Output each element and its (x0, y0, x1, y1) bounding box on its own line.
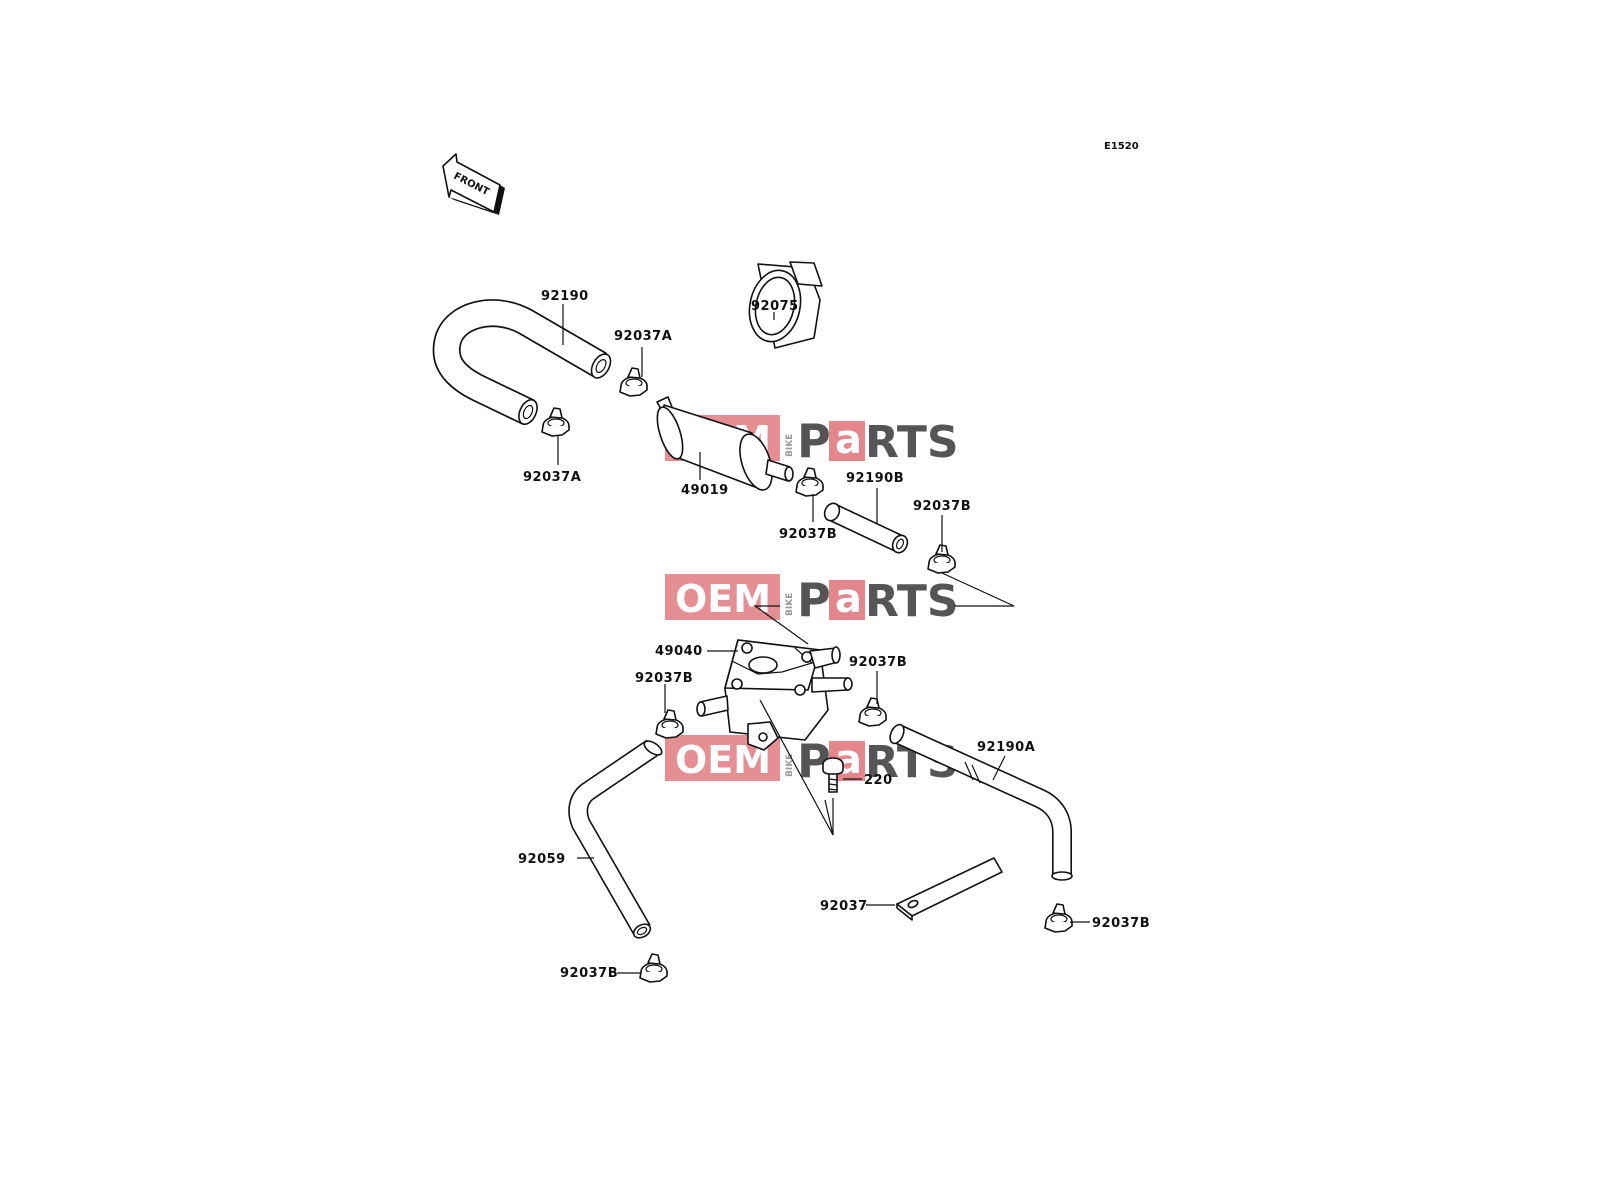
watermark-bike: BIKE (785, 754, 795, 777)
clamp-92037A-top-part[interactable] (619, 367, 648, 397)
callout-49019[interactable]: 49019 (681, 483, 729, 498)
watermark-bike: BIKE (785, 434, 795, 457)
screw-220-part[interactable] (822, 757, 844, 793)
callout-92037A-top[interactable]: 92037A (614, 329, 672, 344)
watermark-p: P (797, 573, 831, 627)
callout-92190[interactable]: 92190 (541, 289, 589, 304)
hose-92190A-part[interactable] (887, 722, 1073, 881)
callout-92037B-bottom-left[interactable]: 92037B (560, 966, 618, 981)
callout-220[interactable]: 220 (864, 773, 893, 788)
watermark-rts: RTS (865, 417, 959, 468)
clamp-92037B-pump-right-part[interactable] (858, 697, 887, 727)
callout-92190A[interactable]: 92190A (977, 740, 1035, 755)
callout-92037B-right[interactable]: 92037B (913, 499, 971, 514)
hose-92059-part[interactable] (568, 738, 664, 940)
clamp-92037B-pump-left-part[interactable] (655, 709, 684, 739)
front-arrow-icon: FRONT (442, 153, 505, 215)
callout-92075[interactable]: 92075 (751, 299, 799, 314)
callout-92037B-filter[interactable]: 92037B (779, 527, 837, 542)
watermark-bike: BIKE (785, 593, 795, 616)
clamp-92037B-bottom-left-part[interactable] (639, 953, 668, 983)
callout-49040[interactable]: 49040 (655, 644, 703, 659)
holder-92075-part[interactable] (743, 261, 823, 349)
leader-lines (557, 304, 1090, 974)
watermark-rts: RTS (865, 576, 959, 627)
fuel-filter-49019-part[interactable] (652, 396, 794, 494)
callout-92059[interactable]: 92059 (518, 852, 566, 867)
watermark-a: a (835, 576, 862, 622)
callout-92037B-pump-left[interactable]: 92037B (635, 671, 693, 686)
callout-92037B-bottom-right[interactable]: 92037B (1092, 916, 1150, 931)
callout-92190B[interactable]: 92190B (846, 471, 904, 486)
clamp-92037B-right-part[interactable] (927, 544, 956, 574)
clamp-92037A-bottom-part[interactable] (541, 407, 570, 437)
watermark-2: OEM BIKE P a RTS (665, 573, 959, 627)
strap-92037-part[interactable] (896, 857, 1003, 921)
clamp-92037B-bottom-right-part[interactable] (1044, 903, 1073, 933)
clamp-92037B-filter-part[interactable] (795, 467, 824, 497)
diagram-code: E1520 (1104, 141, 1139, 152)
watermark-a: a (835, 417, 862, 463)
callout-92037[interactable]: 92037 (820, 899, 868, 914)
fuel-pump-49040-part[interactable] (696, 639, 853, 751)
callout-92037A-bottom[interactable]: 92037A (523, 470, 581, 485)
hose-92190-part[interactable] (432, 299, 615, 427)
watermark-p: P (797, 414, 831, 468)
hose-92190B-part[interactable] (822, 501, 910, 555)
watermark-oem: OEM (675, 577, 771, 621)
callout-92037B-pump-right[interactable]: 92037B (849, 655, 907, 670)
